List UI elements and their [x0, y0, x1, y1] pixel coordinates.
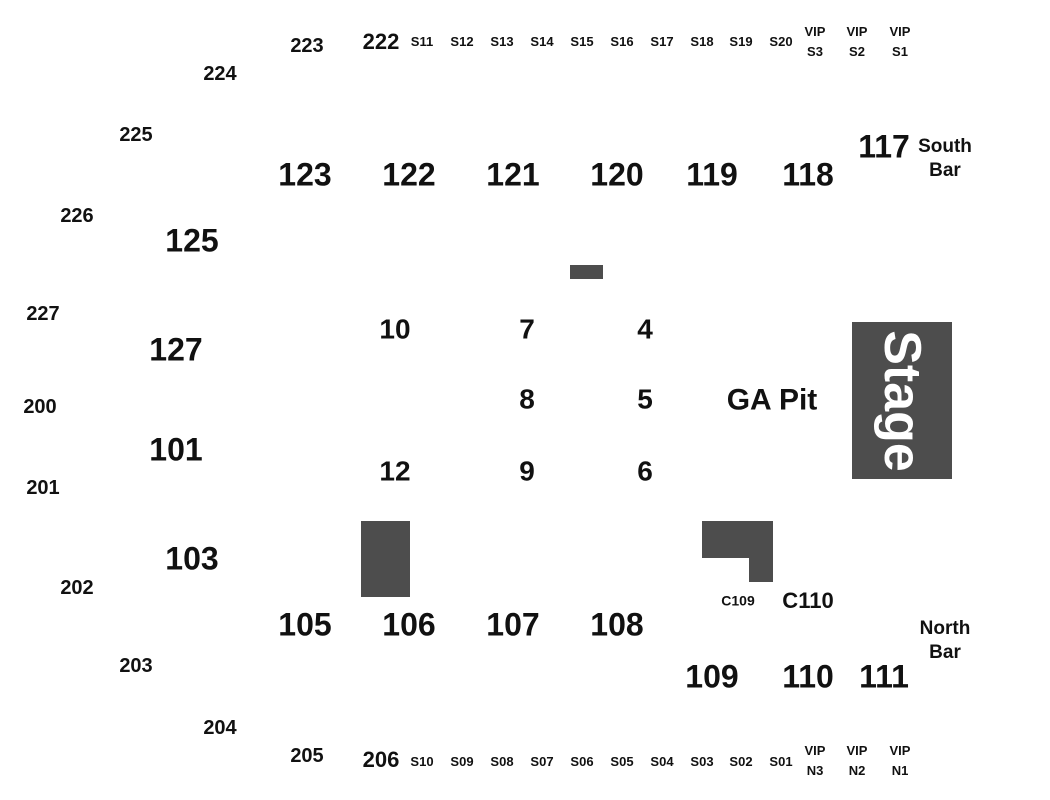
section-8[interactable]: 8 — [519, 383, 535, 415]
stage: Stage — [852, 322, 952, 479]
section-227[interactable]: 227 — [26, 303, 60, 325]
section-118[interactable]: 118 — [782, 156, 834, 193]
section-c110[interactable]: C110 — [782, 587, 834, 613]
suite-s18[interactable]: S18 — [690, 33, 714, 49]
suite-s08[interactable]: S08 — [490, 753, 514, 769]
section-204[interactable]: 204 — [203, 717, 237, 739]
section-6[interactable]: 6 — [637, 455, 653, 487]
ga-pit-label[interactable]: GA Pit — [726, 383, 818, 417]
suite-s15[interactable]: S15 — [570, 33, 594, 49]
suite-s06[interactable]: S06 — [570, 753, 594, 769]
section-111[interactable]: 111 — [859, 658, 909, 695]
section-7[interactable]: 7 — [519, 313, 535, 345]
suite-s04[interactable]: S04 — [650, 753, 674, 769]
section-202[interactable]: 202 — [60, 577, 94, 599]
suite-s02[interactable]: S02 — [729, 753, 753, 769]
section-12[interactable]: 12 — [379, 455, 411, 487]
section-200[interactable]: 200 — [23, 396, 57, 418]
suite-s17[interactable]: S17 — [650, 33, 674, 49]
section-108[interactable]: 108 — [590, 606, 644, 643]
section-105[interactable]: 105 — [278, 606, 332, 643]
section-222[interactable]: 222 — [362, 28, 400, 54]
section-201[interactable]: 201 — [26, 477, 60, 499]
stage-label: Stage — [873, 329, 932, 472]
suite-s09[interactable]: S09 — [450, 753, 474, 769]
floor-marker-block — [570, 265, 603, 279]
suite-s20[interactable]: S20 — [769, 33, 793, 49]
suite-s05[interactable]: S05 — [610, 753, 634, 769]
suite-s01[interactable]: S01 — [769, 753, 793, 769]
suite-s10[interactable]: S10 — [410, 753, 434, 769]
section-103[interactable]: 103 — [165, 540, 219, 577]
suite-s11[interactable]: S11 — [410, 33, 434, 49]
section-110[interactable]: 110 — [782, 658, 834, 695]
section-109[interactable]: 109 — [685, 658, 739, 695]
section-117[interactable]: 117 — [858, 128, 910, 165]
suite-s19[interactable]: S19 — [729, 33, 753, 49]
suite-s16[interactable]: S16 — [610, 33, 634, 49]
section-c109[interactable]: C109 — [721, 592, 755, 609]
c109-block-top — [702, 521, 773, 558]
section-206[interactable]: 206 — [362, 746, 400, 772]
section-5[interactable]: 5 — [637, 383, 653, 415]
section-123[interactable]: 123 — [278, 156, 332, 193]
section-107[interactable]: 107 — [486, 606, 540, 643]
c109-block-stem — [749, 556, 773, 582]
section-119[interactable]: 119 — [686, 156, 738, 193]
suite-s03[interactable]: S03 — [690, 753, 714, 769]
section-120[interactable]: 120 — [590, 156, 644, 193]
section-205[interactable]: 205 — [290, 745, 324, 767]
section-125[interactable]: 125 — [165, 222, 219, 259]
section-127[interactable]: 127 — [149, 331, 203, 368]
suite-s12[interactable]: S12 — [450, 33, 474, 49]
section-121[interactable]: 121 — [486, 156, 540, 193]
suite-s14[interactable]: S14 — [530, 33, 554, 49]
suite-s13[interactable]: S13 — [490, 33, 514, 49]
section-10[interactable]: 10 — [379, 313, 411, 345]
section-226[interactable]: 226 — [60, 205, 94, 227]
section-4[interactable]: 4 — [637, 313, 653, 345]
section-9[interactable]: 9 — [519, 455, 535, 487]
section-106[interactable]: 106 — [382, 606, 436, 643]
section-223[interactable]: 223 — [290, 35, 324, 57]
section-106-tunnel-block — [361, 521, 410, 597]
section-225[interactable]: 225 — [119, 124, 153, 146]
section-101[interactable]: 101 — [149, 431, 203, 468]
suite-s07[interactable]: S07 — [530, 753, 554, 769]
section-122[interactable]: 122 — [382, 156, 436, 193]
section-203[interactable]: 203 — [119, 655, 153, 677]
section-224[interactable]: 224 — [203, 63, 237, 85]
